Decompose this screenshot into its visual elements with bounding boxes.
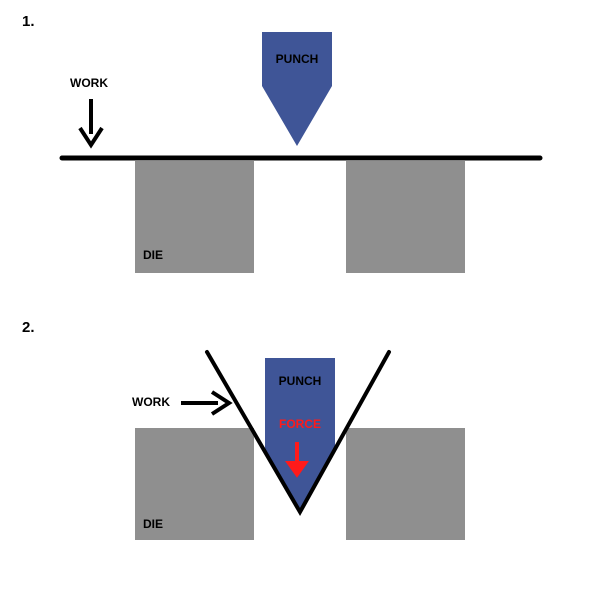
step-1-number: 1. [22,13,35,30]
punch-label-step-2: PUNCH [279,374,322,388]
die-left-step-1 [135,161,254,273]
work-label-step-2: WORK [132,395,170,409]
step-2-group: 2. DIE PUNCH FORCE WORK [22,319,465,540]
punch-step-2 [265,358,335,512]
work-arrow-step-1 [78,99,104,149]
die-left-step-2 [135,428,254,540]
step-2-number: 2. [22,319,35,336]
step-1-group: 1. PUNCH WORK DIE [22,13,543,273]
die-right-step-2 [346,428,465,540]
force-label-step-2: FORCE [279,417,321,431]
punch-label-step-1: PUNCH [276,52,319,66]
die-label-step-2: DIE [143,517,163,531]
die-right-step-1 [346,161,465,273]
force-arrow-step-2 [285,442,309,478]
work-arrow-step-2 [181,390,233,416]
die-label-step-1: DIE [143,248,163,262]
punch-step-1 [262,32,332,146]
work-label-step-1: WORK [70,76,108,90]
work-sheet-step-2 [205,350,391,517]
